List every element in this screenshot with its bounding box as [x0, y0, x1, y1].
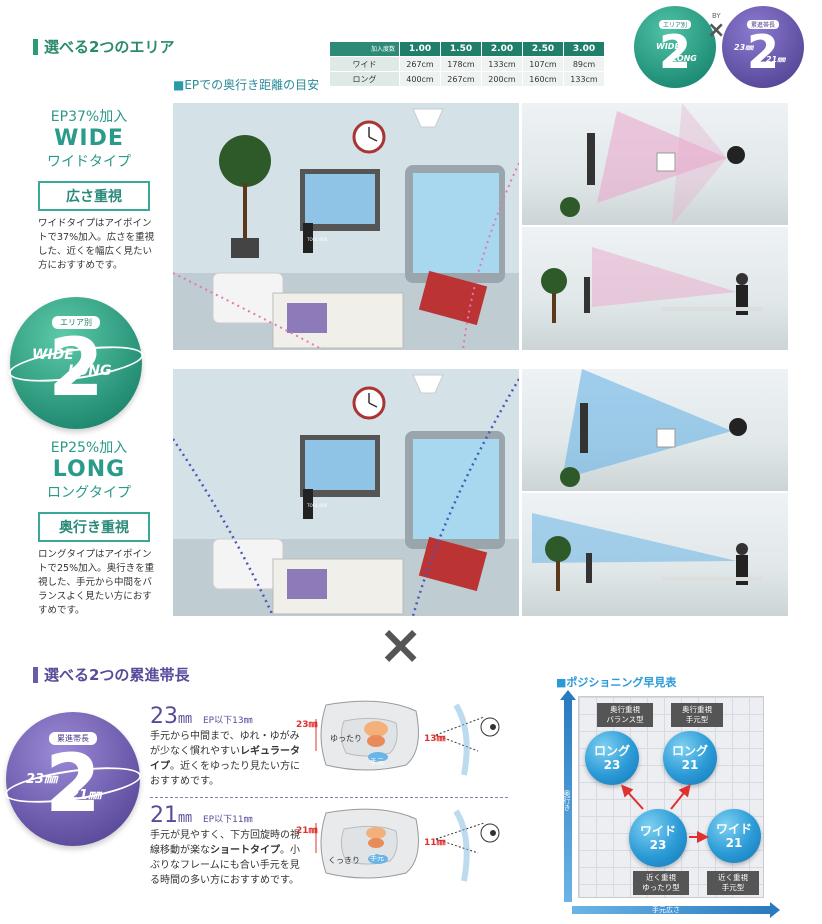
table-row: ロング 400cm 267cm 200cm 160cm 133cm [329, 71, 605, 87]
desk-scene-illustration-long: TOOL BOX [173, 369, 519, 616]
table-cell: 267cm [399, 56, 441, 72]
y-axis-arrow-icon [560, 690, 576, 700]
table-row-label: ワイド [329, 56, 400, 72]
times-icon: × [707, 18, 726, 43]
label-depth-hand: 奥行重視 手元型 [671, 703, 723, 727]
area-badge: エリア別 2 WIDE LONG [6, 297, 146, 429]
table-cell: 107cm [522, 56, 564, 72]
section-length-title-text: 選べる2つの累進帯長 [44, 666, 190, 684]
wide-info: EP37%加入 WIDE ワイドタイプ 広さ重視 ワイドタイプはアイポイントで3… [14, 106, 164, 273]
length-23-diagram: 23㎜ 13㎜ ゆったり 手元 [296, 695, 526, 795]
positioning-arrows [620, 784, 709, 843]
wide-topview-illustration [560, 103, 745, 225]
long-sideview-photo [522, 493, 788, 616]
long-ep-label: EP25%加入 [50, 440, 128, 456]
long-description: ロングタイプはアイポイントで25%加入。奥行きを重視した、手元から中間をバランス… [38, 549, 155, 616]
title-bar [33, 38, 38, 55]
section-area-title-text: 選べる2つのエリア [44, 38, 175, 56]
length-23-title: 23㎜ EP以下13㎜ [150, 704, 253, 729]
table-cell: 89cm [563, 56, 605, 72]
wide-topview-photo [522, 103, 788, 225]
positioning-grid: 奥行重視 バランス型 奥行重視 手元型 近く重視 ゆったり型 近く重視 手元型 … [578, 696, 764, 898]
length-23-description: 手元から中間まで、ゆれ・ゆがみが少なく慣れやすいレギュラータイプ。近くをゆったり… [150, 731, 300, 787]
length-23-info: 23㎜ EP以下13㎜ 手元から中間まで、ゆれ・ゆがみが少なく慣れやすいレギュラ… [150, 704, 300, 789]
table-row-label: ロング [329, 71, 400, 87]
long-desk-photo: TOOL BOX [173, 369, 519, 616]
long-topview-illustration [560, 369, 747, 487]
height-23-label: 23㎜ [296, 720, 318, 730]
x-axis-arrow-icon [770, 902, 780, 918]
lens-diagram-21 [315, 808, 500, 882]
table-header: 2.50 [522, 41, 564, 57]
title-bar [33, 666, 38, 683]
table-cell: 160cm [522, 71, 564, 87]
wide-sideview-illustration [541, 247, 762, 323]
length-21-diagram: 21㎜ 11㎜ くっきり 手元 [296, 803, 526, 903]
table-cell: 133cm [563, 71, 605, 87]
table-cell: 267cm [440, 71, 482, 87]
wide-focus-box: 広さ重視 [38, 181, 150, 211]
distance-table: 加入度数 1.00 1.50 2.00 2.50 3.00 ワイド 267cm … [329, 41, 605, 87]
x-axis-bar [572, 906, 772, 914]
height-21-label: 21㎜ [296, 826, 318, 836]
area-badge-small: エリア別 2 WIDE LONG [634, 6, 716, 88]
length-21-info: 21㎜ EP以下11㎜ 手元が見やすく、下方回旋時の視線移動が楽なショートタイプ… [150, 803, 300, 888]
length-badge: 累進帯長 2 23㎜ 21㎜ [2, 712, 144, 846]
depth-13-label: 13㎜ [424, 734, 446, 744]
section-length-title: 選べる2つの累進帯長 [33, 664, 189, 685]
table-header: 1.50 [440, 41, 482, 57]
depth-11-label: 11㎜ [424, 838, 446, 848]
table-header: 3.00 [563, 41, 605, 57]
long-topview-photo [522, 369, 788, 491]
wide-ep-label: EP37%加入 [50, 109, 128, 125]
wide-description: ワイドタイプはアイポイントで37%加入。広さを重視した、近くを幅広く見たい方にお… [38, 218, 155, 271]
y-axis-bar [564, 696, 572, 902]
table-cell: 200cm [481, 71, 523, 87]
long-type: ロングタイプ [47, 485, 131, 501]
table-header: 1.00 [399, 41, 441, 57]
svg-text:TOOL BOX: TOOL BOX [306, 503, 328, 508]
lens-diagram-23 [315, 700, 500, 776]
table-subtitle: ■EPでの奥行き距離の目安 [173, 78, 320, 92]
table-corner: 加入度数 [329, 41, 400, 57]
diagram-tag-crisp: くっきり [328, 856, 360, 865]
label-near-hand: 近く重視 手元型 [707, 871, 759, 895]
label-depth-balance: 奥行重視 バランス型 [597, 703, 653, 727]
positioning-title: ■ポジショニング早見表 [556, 676, 677, 689]
y-axis-label: 奥行き [563, 790, 571, 811]
diagram-hand-label: 手元 [370, 758, 384, 766]
x-axis-label: 手元広さ [652, 906, 680, 914]
cross-icon: × [378, 613, 424, 676]
long-sideview-illustration [532, 513, 762, 591]
table-cell: 133cm [481, 56, 523, 72]
svg-text:TOOL BOX: TOOL BOX [306, 237, 328, 242]
section-area-title: 選べる2つのエリア [33, 36, 174, 57]
length-badge-small: 累進帯長 2 23㎜ 21㎜ [722, 6, 804, 88]
wide-desk-photo: TOOL BOX [173, 103, 519, 350]
diagram-tag-relaxed: ゆったり [330, 734, 362, 743]
diagram-hand-label: 手元 [370, 854, 384, 862]
wide-sideview-photo [522, 227, 788, 350]
long-word: LONG [52, 457, 126, 482]
wide-word: WIDE [54, 126, 124, 151]
by-label: BY [712, 12, 721, 20]
wide-type: ワイドタイプ [47, 154, 131, 170]
long-info: EP25%加入 LONG ロングタイプ 奥行き重視 ロングタイプはアイポイントで… [14, 437, 164, 618]
divider [150, 797, 508, 798]
table-cell: 178cm [440, 56, 482, 72]
length-21-title: 21㎜ EP以下11㎜ [150, 803, 253, 828]
desk-scene-illustration: TOOL BOX [173, 103, 519, 350]
length-21-description: 手元が見やすく、下方回旋時の視線移動が楽なショートタイプ。小ぶりなフレームにも合… [150, 830, 300, 886]
label-near-relaxed: 近く重視 ゆったり型 [633, 871, 689, 895]
table-header: 2.00 [481, 41, 523, 57]
long-focus-box: 奥行き重視 [38, 512, 150, 542]
table-row: ワイド 267cm 178cm 133cm 107cm 89cm [329, 56, 605, 72]
table-cell: 400cm [399, 71, 441, 87]
